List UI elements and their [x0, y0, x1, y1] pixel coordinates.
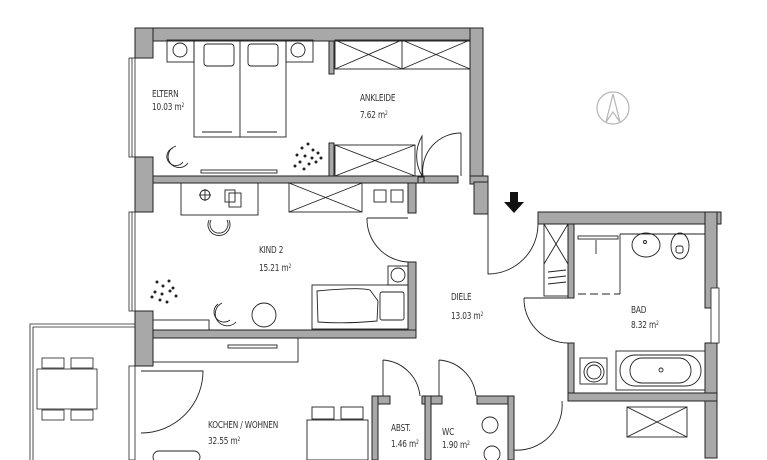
compass-icon — [596, 91, 630, 125]
plant-icon — [150, 142, 323, 304]
windows — [128, 57, 720, 460]
room-name: ANKLEIDE — [360, 93, 396, 104]
room-name: BAD — [631, 305, 647, 316]
room-area: 7.62 m2 — [360, 110, 388, 121]
room-name: KOCHEN / WOHNEN — [208, 420, 279, 431]
entrance-arrow-icon — [504, 192, 524, 213]
room-name: DIELE — [451, 292, 472, 303]
room-area: 13.03 m2 — [451, 311, 484, 322]
room-name: KIND 2 — [259, 245, 284, 256]
room-area: 8.32 m2 — [631, 320, 659, 331]
walls — [134, 27, 722, 460]
room-area: 1.46 m2 — [391, 439, 419, 450]
furniture — [140, 39, 706, 460]
room-area: 32.55 m2 — [208, 436, 241, 447]
room-area: 10.03 m2 — [152, 102, 185, 113]
room-name: ABST. — [391, 423, 411, 434]
room-name: WC — [442, 427, 455, 438]
balcony — [29, 323, 135, 460]
room-name: ELTERN — [152, 89, 179, 100]
room-area: 1.90 m2 — [442, 440, 470, 451]
room-area: 15.21 m2 — [259, 263, 292, 274]
